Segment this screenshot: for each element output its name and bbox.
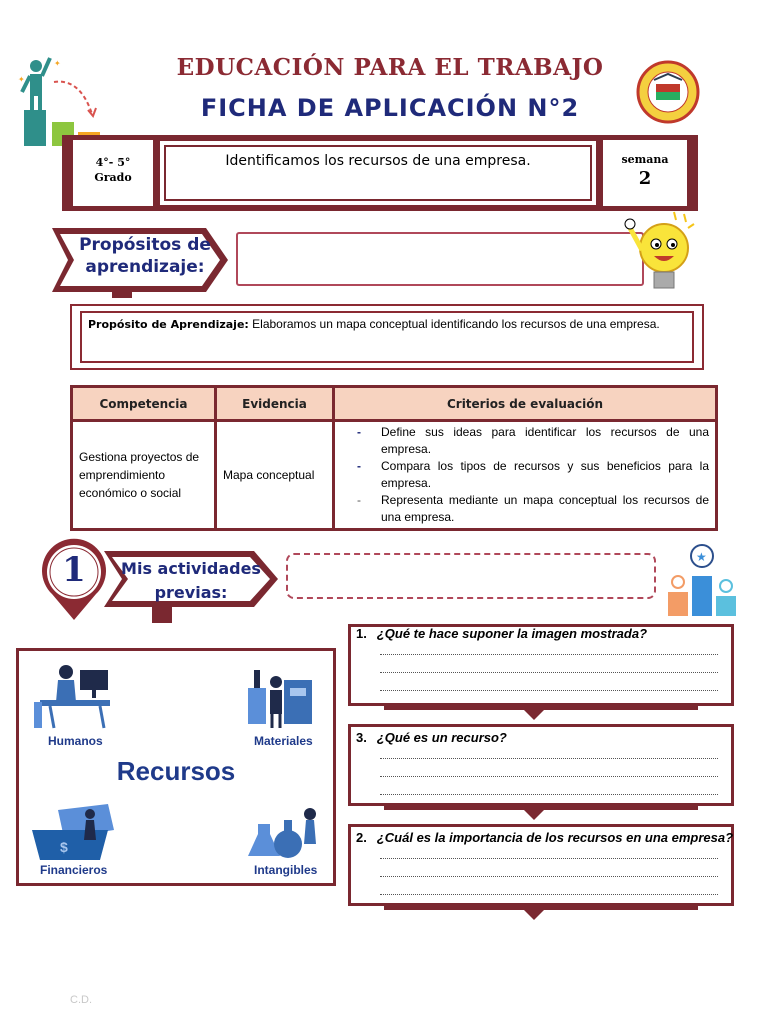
table-header-row: Competencia Evidencia Criterios de evalu…	[70, 385, 718, 422]
criteria-item: -Representa mediante un mapa conceptual …	[357, 493, 709, 524]
purpose-banner-label: Propósitos de aprendizaje:	[79, 235, 211, 277]
grade-box	[72, 139, 154, 207]
question-1: 1. ¿Qué te hace suponer la imagen mostrad…	[356, 626, 647, 641]
criteria-text: Representa mediante un mapa conceptual l…	[381, 493, 709, 524]
question-box-3	[348, 824, 734, 906]
question-text: ¿Qué te hace suponer la imagen mostrada?	[376, 626, 648, 641]
answer-line[interactable]	[380, 876, 718, 877]
grade-caption: Grado	[94, 171, 132, 184]
answer-line[interactable]	[380, 654, 718, 655]
table-row: Gestiona proyectos de emprendimiento eco…	[70, 419, 718, 531]
activity-banner-label: Mis actividades previas:	[121, 559, 261, 602]
criteria-text: Compara los tipos de recursos y sus bene…	[381, 459, 709, 490]
purpose-text: Elaboramos un mapa conceptual identifica…	[252, 317, 660, 331]
svg-text:✦: ✦	[54, 59, 61, 68]
question-number: 1.	[356, 626, 367, 641]
school-seal-logo	[636, 60, 700, 124]
question-box-2	[348, 724, 734, 806]
cell-evidencia: Mapa conceptual	[214, 419, 335, 531]
question-2: 2. ¿Cuál es la importancia de los recurso…	[356, 830, 733, 845]
human-resources-icon	[34, 665, 110, 729]
label-intangibles: Intangibles	[254, 863, 318, 877]
answer-line[interactable]	[380, 794, 718, 795]
ranking-podium-icon: ★	[668, 544, 736, 616]
question-box-1	[348, 624, 734, 706]
header-competencia: Competencia	[70, 385, 217, 422]
criteria-list: -Define sus ideas para identificar los r…	[335, 424, 709, 526]
cell-competencia: Gestiona proyectos de emprendimiento eco…	[70, 419, 217, 531]
activity-dashed-box	[286, 553, 656, 599]
financial-resources-icon: $	[32, 804, 114, 860]
question-box-arrow	[384, 706, 698, 720]
purpose-label: Propósito de Aprendizaje:	[88, 318, 249, 331]
evaluation-table: Competencia Evidencia Criterios de evalu…	[70, 385, 718, 531]
topic-box	[158, 139, 598, 207]
question-text: ¿Cuál es la importancia de los recursos …	[376, 830, 734, 845]
answer-line[interactable]	[380, 690, 718, 691]
topic-inner-border	[164, 145, 592, 201]
criteria-text: Define sus ideas para identificar los re…	[381, 425, 709, 456]
footer-mark: C.D.	[70, 994, 92, 1006]
lightbulb-mascot-icon	[624, 211, 695, 289]
label-humanos: Humanos	[48, 734, 103, 748]
material-resources-icon	[248, 670, 312, 728]
question-number: 2.	[356, 830, 367, 845]
activity-number: 1	[62, 550, 86, 590]
cell-criterios: -Define sus ideas para identificar los r…	[332, 419, 718, 531]
topic-title: Identificamos los recursos de una empres…	[225, 153, 531, 169]
grade-label: 4°- 5° Grado	[72, 155, 154, 185]
question-text: ¿Qué es un recurso?	[376, 730, 507, 745]
question-box-arrow	[384, 906, 698, 920]
header-criterios: Criterios de evaluación	[332, 385, 718, 422]
grade-value: 4°- 5°	[95, 156, 131, 169]
purpose-inner-border	[80, 311, 694, 363]
question-number: 3.	[356, 730, 367, 745]
week-label: semana	[621, 153, 669, 166]
svg-text:$: $	[60, 839, 68, 855]
activity-banner-shape	[104, 551, 278, 623]
header-evidencia: Evidencia	[214, 385, 335, 422]
criteria-item: -Define sus ideas para identificar los r…	[357, 425, 709, 456]
purpose-frame	[70, 304, 704, 370]
resources-title: Recursos	[116, 756, 236, 786]
answer-line[interactable]	[380, 758, 718, 759]
success-podium-icon: ✦ ✦	[18, 57, 100, 146]
criteria-item: -Compara los tipos de recursos y sus ben…	[357, 459, 709, 490]
label-financieros: Financieros	[40, 863, 108, 877]
week-box	[602, 139, 688, 207]
answer-line[interactable]	[380, 894, 718, 895]
answer-line[interactable]	[380, 858, 718, 859]
page-title: EDUCACIÓN PARA EL TRABAJO	[176, 54, 604, 81]
purpose-statement: Propósito de Aprendizaje: Elaboramos un …	[88, 317, 688, 331]
answer-line[interactable]	[380, 776, 718, 777]
svg-text:✦: ✦	[18, 75, 25, 84]
page-subtitle: FICHA DE APLICACIÓN N°2	[200, 94, 580, 122]
purpose-empty-box	[236, 232, 644, 286]
intangible-resources-icon	[248, 808, 316, 858]
question-box-arrow	[384, 806, 698, 820]
location-pin-badge	[42, 538, 106, 620]
question-3: 3. ¿Qué es un recurso?	[356, 730, 507, 745]
label-materiales: Materiales	[254, 734, 313, 748]
svg-text:★: ★	[696, 550, 707, 564]
week-number: 2	[638, 168, 652, 189]
purpose-banner-shape	[52, 228, 228, 298]
answer-line[interactable]	[380, 672, 718, 673]
